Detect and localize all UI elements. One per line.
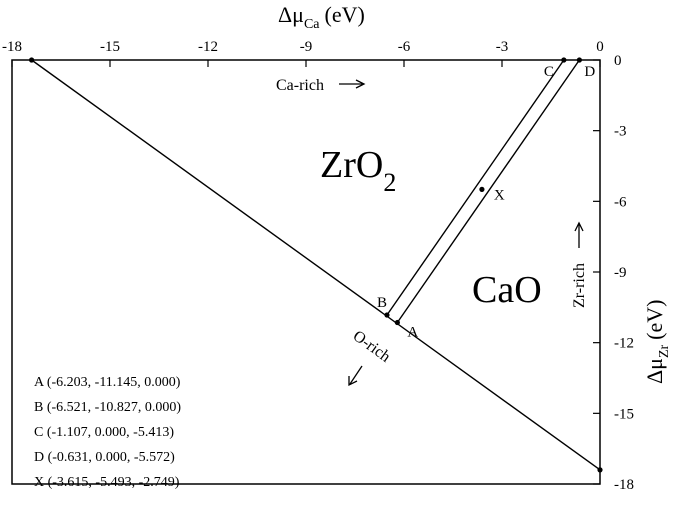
arrow-label-o-rich: O-rich — [350, 327, 394, 365]
y-axis-ticks: 0 -3 -6 -9 -12 -15 -18 — [593, 53, 634, 493]
arrow-label-zr-rich: Zr-rich — [571, 263, 588, 308]
point-label-x: X — [494, 187, 505, 203]
y-tick-label: -6 — [614, 194, 627, 210]
arrow-right-icon — [339, 79, 366, 89]
phase-boundary-lines — [31, 59, 601, 471]
y-axis-title: ΔμZr(eV) — [642, 300, 672, 384]
point-marker-c — [561, 57, 567, 63]
data-points: A B C D X — [29, 57, 603, 473]
point-coordinates-legend: A (-6.203, -11.145, 0.000) B (-6.521, -1… — [34, 375, 181, 490]
legend-entry-c: C (-1.107, 0.000, -5.413) — [34, 425, 174, 440]
legend-entry-a: A (-6.203, -11.145, 0.000) — [34, 375, 181, 390]
point-marker-b — [384, 312, 390, 318]
x-tick-label: -6 — [398, 39, 411, 55]
legend-entry-x: X (-3.615, -5.493, -2.749) — [34, 475, 180, 490]
point-label-d: D — [584, 64, 595, 80]
x-tick-label: -12 — [198, 39, 218, 55]
x-tick-label: -15 — [100, 39, 120, 55]
arrow-up-icon — [574, 221, 584, 248]
boundary-endpoint-marker — [597, 467, 603, 473]
y-tick-label: -18 — [614, 477, 634, 493]
stripe-upper-line — [386, 59, 565, 316]
legend-entry-d: D (-0.631, 0.000, -5.572) — [34, 450, 175, 465]
x-tick-label: -9 — [300, 39, 313, 55]
y-tick-label: -15 — [614, 406, 634, 422]
x-axis-ticks: -18 -15 -12 -9 -6 -3 0 — [2, 39, 604, 67]
point-marker-d — [576, 57, 582, 63]
y-tick-label: 0 — [614, 53, 622, 69]
y-tick-label: -9 — [614, 265, 627, 281]
x-tick-label: -3 — [496, 39, 509, 55]
x-tick-label: -18 — [2, 39, 22, 55]
x-axis-title: ΔμCa(eV) — [278, 2, 365, 32]
x-tick-label: 0 — [596, 39, 604, 55]
y-tick-label: -12 — [614, 336, 634, 352]
diagonal-boundary-line — [31, 59, 601, 471]
legend-entry-b: B (-6.521, -10.827, 0.000) — [34, 400, 181, 415]
point-label-c: C — [544, 64, 554, 80]
point-marker-x — [479, 186, 485, 192]
region-label-cao: CaO — [472, 269, 542, 311]
arrow-down-left-icon — [348, 365, 363, 387]
point-label-b: B — [377, 295, 387, 311]
stripe-lower-line — [396, 59, 580, 323]
point-label-a: A — [407, 325, 418, 341]
y-tick-label: -3 — [614, 124, 627, 140]
point-marker-a — [394, 319, 400, 326]
arrow-label-ca-rich: Ca-rich — [276, 77, 324, 94]
boundary-endpoint-marker — [29, 57, 35, 63]
region-label-zro2: ZrO2 — [320, 144, 396, 197]
